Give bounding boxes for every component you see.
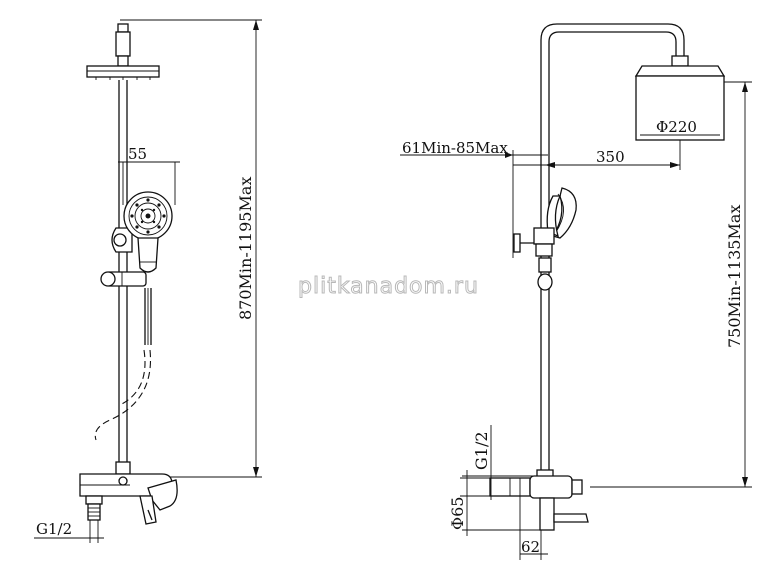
front-height-label: 870Min-1195Max [236,177,255,320]
front-inlet-label: G1/2 [36,520,72,538]
side-mixer-body [489,469,589,531]
front-view: 870Min-1195Max 55 [34,19,262,543]
side-slider [537,257,553,291]
side-height-label: 750Min-1135Max [725,205,744,348]
side-head-diameter-label: Φ220 [656,118,697,136]
side-body-diameter-label: Φ65 [448,497,467,530]
side-height-dimension: 750Min-1135Max [590,81,752,488]
side-wall-offset-label: 61Min-85Max [402,139,508,157]
front-inlet-dimension: G1/2 [34,520,104,543]
side-wall-bracket [513,227,555,257]
front-mixer-body [79,461,178,525]
watermark: plitkanadom.ru [298,274,479,299]
side-shower-arm [540,23,689,470]
front-hose [94,288,152,441]
side-reach-dimension: 350 [513,140,681,170]
side-rain-head: Φ220 [634,65,726,141]
side-hand-shower [546,187,577,239]
side-inlet-dimension: G1/2 [460,425,492,500]
front-handshower-dimension: 55 [118,145,180,205]
front-slider [100,271,147,287]
side-view: Φ220 350 61Min-85Max [400,23,752,560]
front-head-connector [115,23,131,67]
side-spout-label: 62 [521,538,540,556]
side-inlet-label: G1/2 [472,431,491,470]
side-wall-offset-dimension: 61Min-85Max [400,139,548,258]
front-holder-bracket [111,227,133,253]
front-hand-shower [123,191,173,273]
side-body-diameter-dimension: Φ65 [448,470,540,536]
side-reach-label: 350 [596,148,625,166]
side-spout-dimension: 62 [519,496,548,560]
front-handshower-width-label: 55 [128,145,147,163]
front-rain-head [86,65,160,80]
